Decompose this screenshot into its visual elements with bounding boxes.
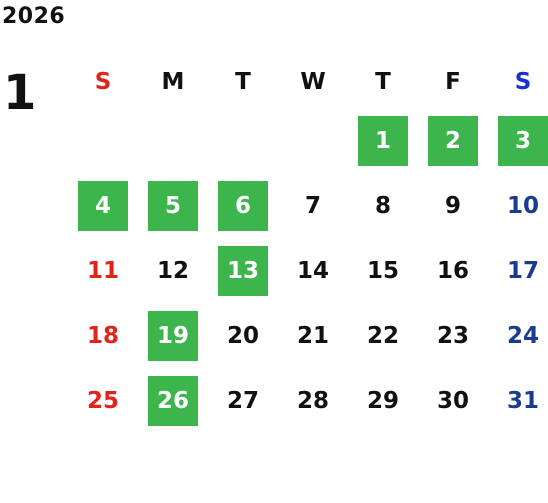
day-number: 4 [78,180,128,231]
empty-day-cell [138,105,208,170]
day-cell[interactable]: 5 [138,170,208,235]
day-number: 14 [296,257,329,284]
day-cell[interactable]: 31 [488,365,548,430]
day-cell[interactable]: 2 [418,105,488,170]
weekday-header-fri: F [445,68,461,95]
weekday-header-sun: S [94,68,112,95]
day-number: 20 [226,322,259,349]
day-number: 17 [506,257,539,284]
day-number: 5 [148,180,198,231]
day-number: 9 [444,192,461,219]
day-number: 10 [506,192,539,219]
day-cell[interactable]: 22 [348,300,418,365]
day-number: 15 [366,257,399,284]
weekday-header-wed: W [300,68,326,95]
day-number: 2 [428,115,478,166]
day-cell[interactable]: 7 [278,170,348,235]
day-number: 30 [436,387,469,414]
day-number: 18 [86,322,119,349]
weekday-header-tue: T [235,68,251,95]
day-number: 21 [296,322,329,349]
day-cell[interactable]: 23 [418,300,488,365]
calendar-month: 1 [3,65,37,121]
day-number: 12 [156,257,189,284]
day-cell[interactable]: 9 [418,170,488,235]
empty-day-cell [278,105,348,170]
empty-day-cell [208,105,278,170]
calendar-year: 2026 [2,4,66,29]
day-number: 16 [436,257,469,284]
day-cell[interactable]: 8 [348,170,418,235]
weekday-header-sat: S [514,68,532,95]
day-cell[interactable]: 4 [68,170,138,235]
day-number [288,116,338,166]
day-cell[interactable]: 16 [418,235,488,300]
day-cell[interactable]: 21 [278,300,348,365]
day-cell[interactable]: 27 [208,365,278,430]
day-number: 24 [506,322,539,349]
day-number: 6 [218,180,268,231]
day-number: 29 [366,387,399,414]
day-number: 23 [436,322,469,349]
day-cell[interactable]: 26 [138,365,208,430]
day-cell[interactable]: 10 [488,170,548,235]
calendar-grid: S M T W T F S 1 2 3 4 5 6 7 8 9 10 11 12… [68,58,548,430]
weekday-header-mon: M [161,68,185,95]
day-number: 28 [296,387,329,414]
day-cell[interactable]: 11 [68,235,138,300]
day-number: 31 [506,387,539,414]
day-cell[interactable]: 18 [68,300,138,365]
day-number: 13 [218,245,268,296]
day-cell[interactable]: 29 [348,365,418,430]
day-number [148,116,198,166]
empty-day-cell [68,105,138,170]
day-cell[interactable]: 24 [488,300,548,365]
day-cell[interactable]: 28 [278,365,348,430]
day-number [218,116,268,166]
day-number: 11 [86,257,119,284]
day-number [78,116,128,166]
day-cell[interactable]: 6 [208,170,278,235]
day-cell[interactable]: 12 [138,235,208,300]
weekday-header-thu: T [375,68,391,95]
day-number: 1 [358,115,408,166]
day-number: 27 [226,387,259,414]
day-cell[interactable]: 17 [488,235,548,300]
day-cell[interactable]: 15 [348,235,418,300]
day-cell[interactable]: 1 [348,105,418,170]
day-number: 25 [86,387,119,414]
day-cell[interactable]: 19 [138,300,208,365]
day-cell[interactable]: 30 [418,365,488,430]
day-cell[interactable]: 14 [278,235,348,300]
day-cell[interactable]: 20 [208,300,278,365]
day-number: 22 [366,322,399,349]
day-number: 19 [148,310,198,361]
day-number: 26 [148,375,198,426]
day-number: 3 [498,115,548,166]
day-cell[interactable]: 13 [208,235,278,300]
day-cell[interactable]: 25 [68,365,138,430]
day-cell[interactable]: 3 [488,105,548,170]
day-number: 8 [374,192,391,219]
day-number: 7 [304,192,321,219]
